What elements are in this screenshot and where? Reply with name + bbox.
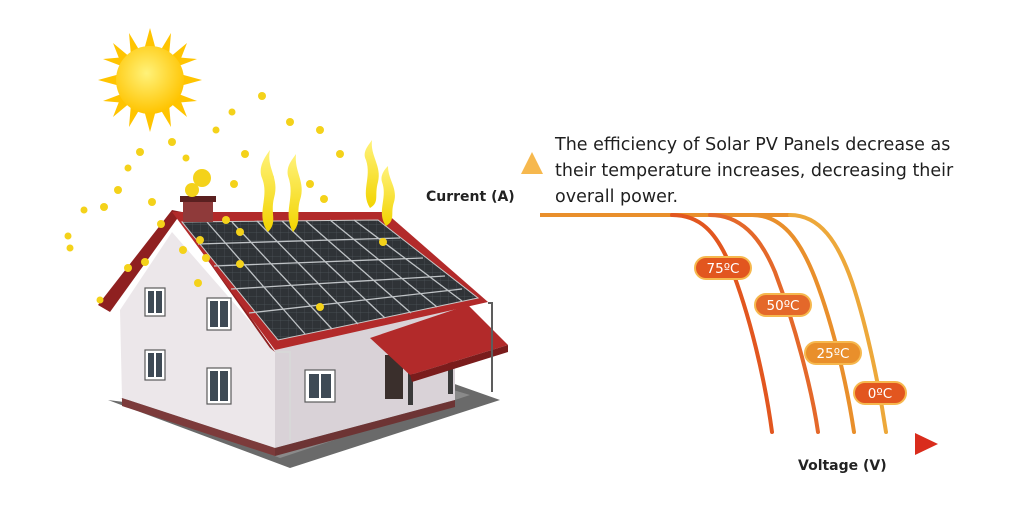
temp-label-75c: 75ºC bbox=[694, 256, 752, 280]
temp-label-0c-text: 0ºC bbox=[868, 386, 892, 402]
temp-label-25c-text: 25ºC bbox=[817, 346, 850, 362]
porch-roof bbox=[370, 305, 508, 375]
sun-icon bbox=[98, 28, 202, 132]
heat-waves bbox=[260, 140, 395, 232]
temp-label-75c-text: 75ºC bbox=[707, 261, 740, 277]
caption-line-2: their temperature increases, decreasing … bbox=[555, 161, 954, 181]
temp-label-50c-text: 50ºC bbox=[767, 298, 800, 314]
y-axis-arrow-icon bbox=[521, 152, 543, 174]
roof-edge bbox=[98, 210, 182, 312]
house-illustration bbox=[98, 196, 508, 468]
x-axis-arrow-icon bbox=[915, 433, 938, 455]
panel-dividers bbox=[197, 219, 463, 335]
curve-25c bbox=[750, 213, 856, 434]
y-axis-label: Current (A) bbox=[426, 189, 515, 205]
solar-panel-array bbox=[180, 219, 480, 341]
x-axis-label: Voltage (V) bbox=[798, 458, 887, 474]
gable-wall bbox=[120, 232, 275, 448]
temp-label-50c: 50ºC bbox=[754, 293, 812, 317]
chimney bbox=[180, 196, 216, 222]
caption-line-1: The efficiency of Solar PV Panels decrea… bbox=[554, 135, 950, 155]
caption-line-3: overall power. bbox=[555, 187, 678, 207]
curve-50c bbox=[708, 213, 820, 434]
door bbox=[385, 355, 403, 399]
caption: The efficiency of Solar PV Panels decrea… bbox=[554, 135, 954, 207]
iv-chart: Current (A) Voltage (V) 75ºC 50ºC 25ºC 0… bbox=[426, 152, 938, 474]
sunlight-particles bbox=[64, 92, 387, 311]
temp-label-25c: 25ºC bbox=[804, 341, 862, 365]
curve-75c bbox=[670, 213, 774, 434]
temp-label-0c: 0ºC bbox=[853, 381, 907, 405]
